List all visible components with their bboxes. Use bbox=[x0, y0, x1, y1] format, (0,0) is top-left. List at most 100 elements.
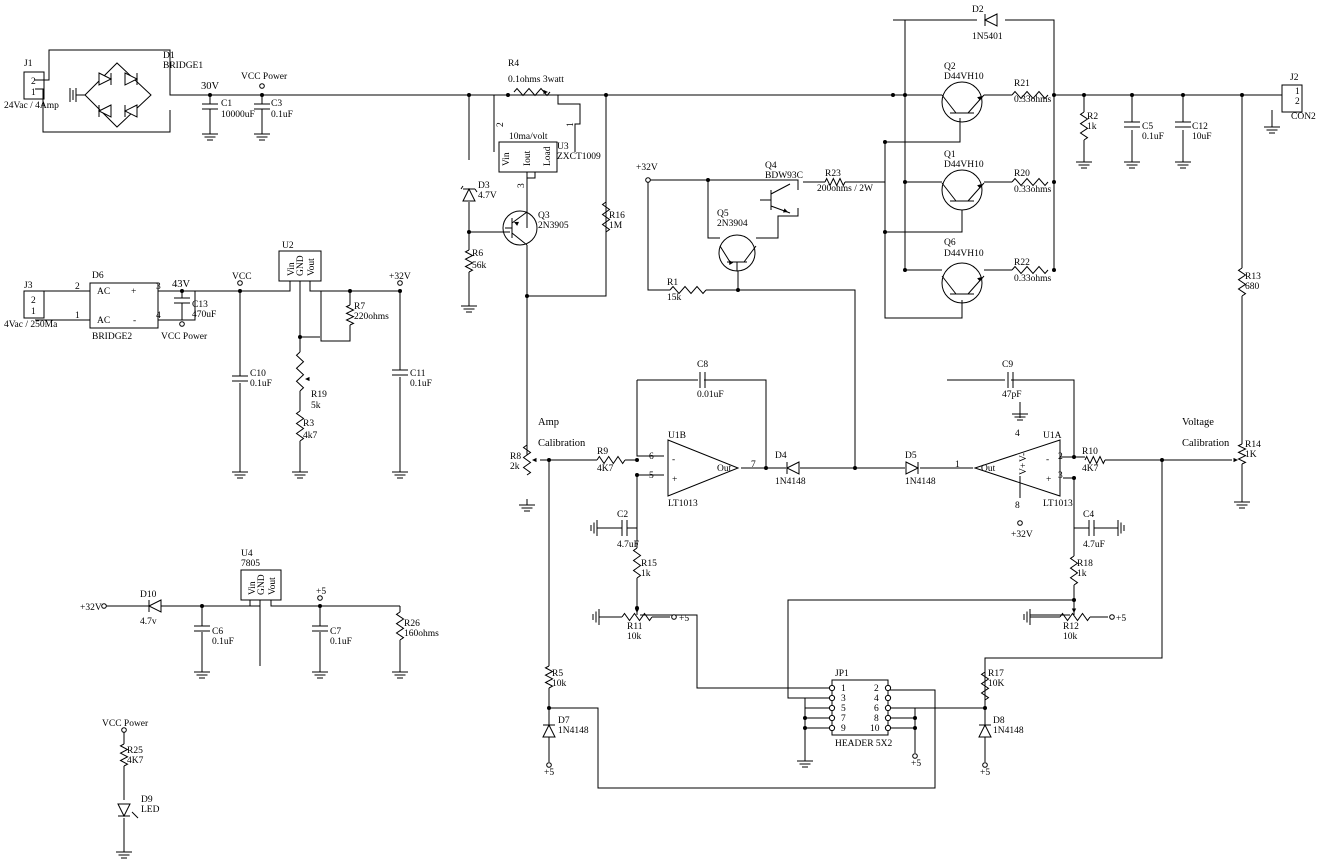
zener-bend bbox=[460, 185, 478, 193]
label-u4-ref: U4 bbox=[241, 549, 253, 559]
label-r2-ref: R2 bbox=[1087, 112, 1098, 122]
label-u1b-minus: - bbox=[672, 455, 675, 465]
junction-dot bbox=[883, 140, 887, 144]
label-vcc_u2: VCC bbox=[232, 272, 252, 282]
arrow bbox=[977, 184, 982, 189]
wire bbox=[279, 281, 321, 292]
resistor bbox=[1059, 612, 1091, 622]
junction-dot bbox=[1082, 93, 1086, 97]
diode-d2 bbox=[983, 13, 998, 27]
ground-symbol bbox=[1112, 520, 1125, 536]
label-plus5_d8: +5 bbox=[980, 768, 990, 778]
wire bbox=[160, 605, 260, 666]
label-r19-ref: R19 bbox=[311, 390, 327, 400]
label-u2-vin: Vin bbox=[287, 262, 297, 276]
label-r25-val: 4K7 bbox=[127, 756, 144, 766]
arrow bbox=[729, 260, 734, 265]
label-r17-val: 10K bbox=[988, 679, 1005, 689]
label-plus5_u4: +5 bbox=[316, 587, 326, 597]
junction-dot bbox=[1052, 93, 1056, 97]
ground-symbol bbox=[1012, 408, 1028, 421]
label-jp1-p4: 4 bbox=[874, 694, 879, 704]
label-d4-val: 1N4148 bbox=[775, 477, 806, 487]
arrow bbox=[634, 608, 640, 613]
resistor-r26 bbox=[395, 611, 405, 641]
label-u1a-minus: - bbox=[1046, 455, 1049, 465]
junction-dot bbox=[764, 466, 768, 470]
label-u1a-vplus: V+ bbox=[1019, 463, 1029, 475]
ground-symbol bbox=[592, 609, 605, 625]
label-calibration_l: Calibration bbox=[538, 438, 586, 449]
terminal bbox=[982, 762, 988, 768]
resistor bbox=[1011, 265, 1049, 275]
junction-dot bbox=[903, 180, 907, 184]
label-plus5_r11: +5 bbox=[679, 614, 689, 624]
label-q3-val: 2N3905 bbox=[538, 221, 569, 231]
label-r15-ref: R15 bbox=[641, 559, 657, 569]
label-u1b-out: Out bbox=[717, 464, 732, 474]
label-r18-ref: R18 bbox=[1077, 559, 1093, 569]
junction-dot bbox=[1130, 93, 1134, 97]
label-c13-ref: C13 bbox=[192, 300, 208, 310]
label-d8-val: 1N4148 bbox=[993, 726, 1024, 736]
pot-r19 bbox=[295, 351, 305, 392]
wire bbox=[947, 379, 1075, 458]
label-u1b-p6: 6 bbox=[649, 452, 654, 462]
label-jp1-p10: 10 bbox=[870, 724, 880, 734]
resistor-r18 bbox=[1069, 555, 1079, 586]
junction-dot bbox=[635, 458, 639, 462]
label-d6-minus: - bbox=[133, 316, 136, 326]
diode-d4 bbox=[785, 461, 800, 475]
label-d3-ref: D3 bbox=[478, 181, 490, 191]
junction-dot bbox=[467, 230, 471, 234]
transistor-power bbox=[941, 94, 985, 114]
terminal bbox=[237, 280, 243, 286]
terminal bbox=[121, 727, 127, 733]
label-d6-ac: AC bbox=[97, 287, 110, 297]
transistor-q5 bbox=[719, 245, 757, 271]
arrow bbox=[532, 457, 537, 463]
arrow bbox=[1071, 608, 1077, 613]
wire bbox=[241, 600, 281, 607]
label-r3-ref: R3 bbox=[303, 419, 314, 429]
ic-u4 bbox=[240, 569, 282, 601]
header-pin bbox=[884, 704, 892, 712]
opamp-u1a bbox=[973, 439, 1061, 497]
label-c12-ref: C12 bbox=[1192, 122, 1208, 132]
connector-j1 bbox=[23, 71, 45, 100]
terminal bbox=[671, 614, 677, 620]
label-u2-ref: U2 bbox=[282, 241, 294, 251]
junction-dot bbox=[1160, 458, 1164, 462]
label-c7-ref: C7 bbox=[330, 627, 341, 637]
wire bbox=[888, 672, 986, 725]
transistor-q3 bbox=[505, 211, 528, 246]
ground-symbol bbox=[1124, 156, 1140, 169]
label-r14-val: 1K bbox=[1245, 450, 1257, 460]
diode-d7 bbox=[542, 723, 556, 738]
label-r16-ref: R16 bbox=[609, 211, 625, 221]
label-u2-gnd: GND bbox=[296, 255, 306, 276]
label-d6-p2: 2 bbox=[75, 282, 80, 292]
ground-symbol bbox=[232, 466, 248, 479]
label-u3-iout: Iout bbox=[523, 150, 533, 166]
resistor-r15 bbox=[632, 547, 642, 579]
wire bbox=[647, 180, 856, 468]
junction-dot bbox=[1181, 93, 1185, 97]
junction-dot bbox=[1240, 93, 1244, 97]
terminal bbox=[1109, 614, 1115, 620]
junction-dot bbox=[547, 706, 551, 710]
label-plus32_u1a: +32V bbox=[1011, 530, 1033, 540]
ground-symbol bbox=[519, 499, 535, 512]
label-jp1-p7: 7 bbox=[841, 714, 846, 724]
resistor-r16 bbox=[601, 201, 611, 233]
label-d10-val: 4.7v bbox=[140, 617, 157, 627]
junction-dot bbox=[903, 268, 907, 272]
label-r5-ref: R5 bbox=[552, 669, 563, 679]
label-d6-p3: 3 bbox=[156, 282, 161, 292]
label-d7-ref: D7 bbox=[558, 716, 570, 726]
arrow bbox=[1233, 457, 1238, 463]
ground-symbol bbox=[461, 300, 477, 313]
transistor-q4 bbox=[760, 183, 791, 214]
label-c11-ref: C11 bbox=[410, 369, 426, 379]
label-c9-ref: C9 bbox=[1002, 360, 1013, 370]
